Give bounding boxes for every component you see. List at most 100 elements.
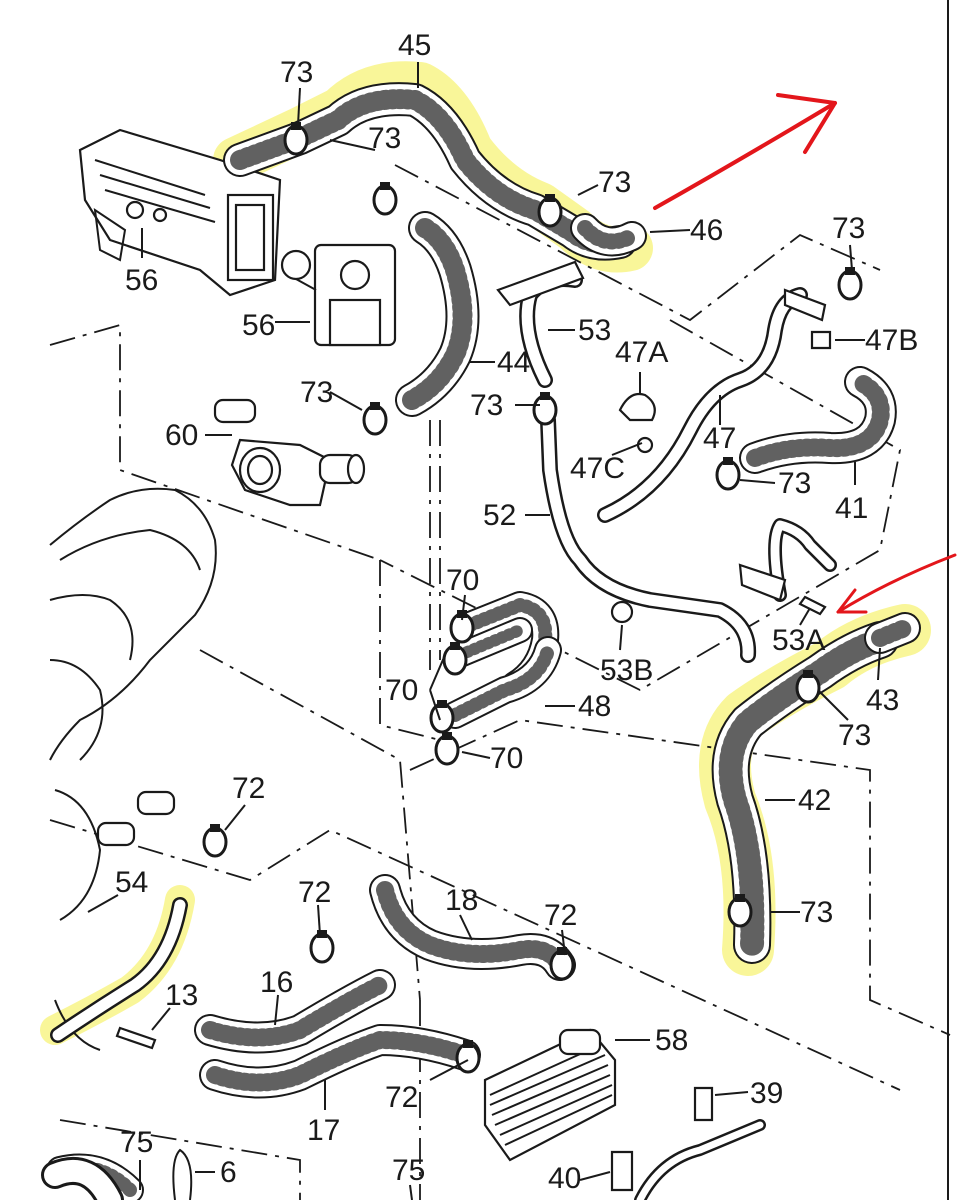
label-72-top: 72 bbox=[232, 772, 265, 805]
oil-cooler-58 bbox=[483, 1028, 617, 1162]
label-52: 52 bbox=[483, 499, 516, 532]
hoses bbox=[46, 82, 921, 1200]
label-58: 58 bbox=[655, 1024, 688, 1057]
hose-48-mid bbox=[447, 617, 533, 668]
engine-block bbox=[49, 487, 217, 1051]
clamp-73-d bbox=[837, 267, 863, 301]
label-18: 18 bbox=[445, 884, 478, 917]
label-75-bottom: 75 bbox=[392, 1154, 425, 1187]
red-arrow-right-head bbox=[836, 588, 868, 614]
label-44: 44 bbox=[497, 346, 530, 379]
clamp-72-c bbox=[549, 947, 575, 981]
label-56-throttle: 56 bbox=[242, 309, 275, 342]
label-70-bottom: 70 bbox=[490, 742, 523, 775]
hose-17 bbox=[199, 1024, 481, 1099]
label-17: 17 bbox=[307, 1114, 340, 1147]
label-73-hose41: 73 bbox=[778, 467, 811, 500]
throttle-body-56 bbox=[280, 243, 397, 347]
bolt-40 bbox=[610, 1150, 634, 1192]
label-40: 40 bbox=[548, 1162, 581, 1195]
clip-47a bbox=[618, 392, 656, 422]
label-6: 6 bbox=[220, 1156, 237, 1189]
clamp-73-i bbox=[727, 894, 753, 928]
label-45: 45 bbox=[398, 29, 431, 62]
label-73-left: 73 bbox=[300, 376, 333, 409]
label-41: 41 bbox=[835, 492, 868, 525]
hose-41 bbox=[739, 366, 897, 474]
fitting-54a bbox=[136, 790, 176, 816]
label-42: 42 bbox=[798, 784, 831, 817]
nut-47c bbox=[636, 436, 654, 454]
dash-box-bottom bbox=[49, 819, 901, 1091]
rigid-pipes bbox=[50, 271, 837, 1200]
label-73-hose42: 73 bbox=[800, 896, 833, 929]
label-75-left: 75 bbox=[120, 1126, 153, 1159]
hose-46 bbox=[570, 213, 647, 257]
label-54: 54 bbox=[115, 866, 148, 899]
part-labels: 45 73 73 73 46 73 56 56 53 47A 47B 44 73… bbox=[115, 29, 918, 1195]
label-72-mid: 72 bbox=[298, 876, 331, 909]
label-73-top-mid: 73 bbox=[368, 122, 401, 155]
clamp-72-a bbox=[202, 824, 228, 858]
bolt-39 bbox=[693, 1086, 714, 1122]
hose-43 bbox=[864, 612, 921, 654]
label-53b: 53B bbox=[600, 654, 653, 687]
clamp-73-b bbox=[372, 182, 398, 216]
label-47a: 47A bbox=[615, 336, 668, 369]
clamp-70-d bbox=[434, 732, 460, 766]
dash-box-left bbox=[49, 323, 381, 561]
label-47b: 47B bbox=[865, 324, 918, 357]
bolt-13 bbox=[115, 1026, 157, 1050]
label-16: 16 bbox=[260, 966, 293, 999]
label-73-top-left: 73 bbox=[280, 56, 313, 89]
fitting-54b bbox=[96, 821, 136, 847]
label-43: 43 bbox=[866, 684, 899, 717]
label-46: 46 bbox=[690, 214, 723, 247]
clamp-73-g bbox=[715, 457, 741, 491]
clamp-72-b bbox=[309, 930, 335, 964]
clip-53b bbox=[610, 600, 634, 624]
leader-lines bbox=[87, 62, 881, 1200]
label-48: 48 bbox=[578, 690, 611, 723]
label-72-bottom: 72 bbox=[385, 1081, 418, 1114]
label-72-right: 72 bbox=[544, 899, 577, 932]
dash-box-lower bbox=[409, 719, 951, 1036]
hose-48-lower bbox=[441, 636, 562, 729]
label-73-far-right: 73 bbox=[832, 212, 865, 245]
label-47c: 47C bbox=[570, 452, 625, 485]
bolt-47b bbox=[810, 330, 832, 350]
label-60: 60 bbox=[165, 419, 198, 452]
label-56-manifold: 56 bbox=[125, 264, 158, 297]
clamp-73-c bbox=[537, 194, 563, 228]
label-53: 53 bbox=[578, 314, 611, 347]
bolt-53a bbox=[798, 595, 827, 616]
hose-42 bbox=[711, 621, 899, 964]
label-73-top-right: 73 bbox=[598, 166, 631, 199]
dash-box-hose48 bbox=[379, 560, 441, 741]
red-arrow-right bbox=[836, 553, 957, 614]
clamp-73-e bbox=[362, 402, 388, 436]
label-39: 39 bbox=[750, 1077, 783, 1110]
bracket-53 bbox=[496, 260, 585, 307]
clamp-73-h bbox=[795, 670, 821, 704]
hose-16 bbox=[194, 969, 396, 1054]
annotation-arrows bbox=[653, 93, 957, 614]
components bbox=[41, 260, 832, 1200]
red-arrow-top-head bbox=[776, 93, 837, 154]
label-47: 47 bbox=[703, 422, 736, 455]
coolant-flange-60 bbox=[213, 398, 366, 507]
label-53a: 53A bbox=[772, 624, 825, 657]
hose-18 bbox=[369, 874, 576, 981]
clamp-70-b bbox=[442, 642, 468, 676]
label-73-pipe53: 73 bbox=[470, 389, 503, 422]
dash-box-top bbox=[394, 164, 881, 322]
label-13: 13 bbox=[165, 979, 198, 1012]
red-arrow-top bbox=[653, 101, 837, 210]
clamp-72-d bbox=[455, 1040, 481, 1074]
clamp-73-f bbox=[532, 392, 558, 426]
hose-44 bbox=[395, 211, 480, 417]
clamp-73-a bbox=[283, 122, 309, 156]
label-73-hose43: 73 bbox=[838, 719, 871, 752]
label-70-left: 70 bbox=[385, 674, 418, 707]
